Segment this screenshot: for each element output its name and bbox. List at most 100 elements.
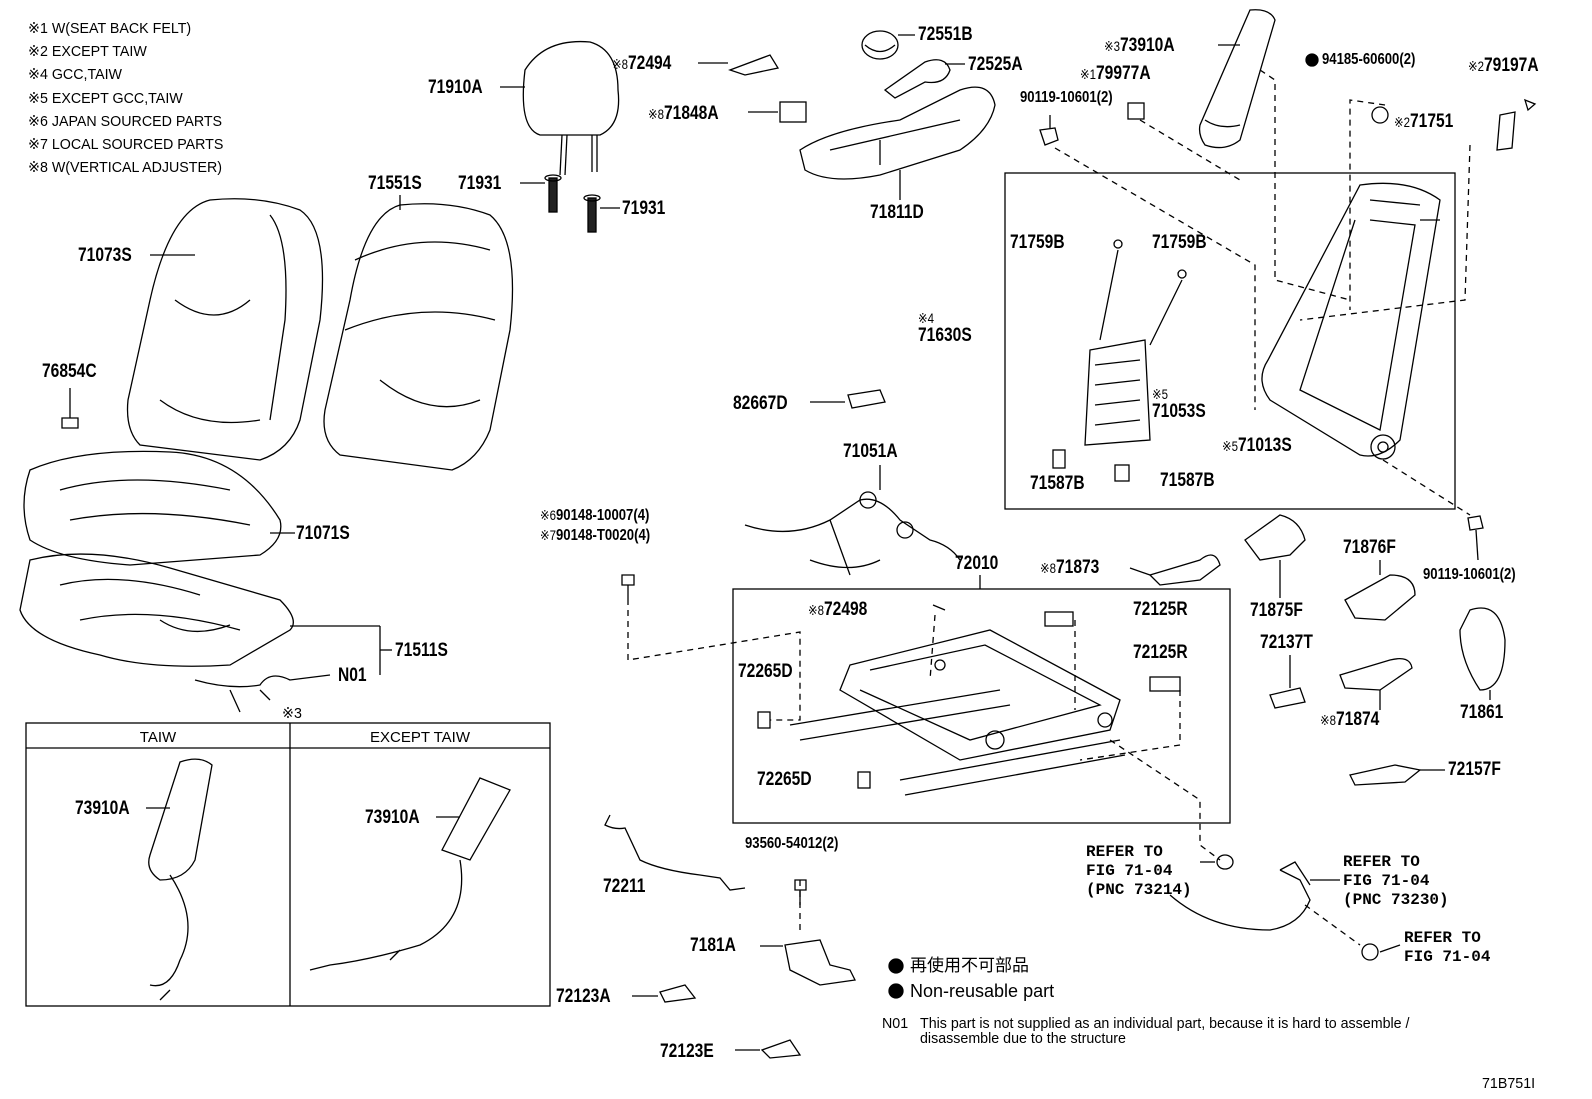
part-label: 72265D [738, 661, 793, 682]
part-label: N01 [338, 665, 367, 686]
part-label: 72551B [918, 24, 973, 45]
part-label: 82667D [733, 393, 788, 414]
part-label: 76854C [42, 361, 97, 382]
note-line: ※5 EXCEPT GCC,TAIW [28, 90, 183, 107]
bolt-90119-upper-drawing [1039, 115, 1059, 146]
part-82667D-drawing [810, 389, 886, 409]
legend-dots [888, 958, 904, 999]
part-label: 71051A [843, 441, 898, 462]
cushion-wire-drawing [194, 674, 331, 713]
part-label: ※4 [918, 310, 935, 326]
part-label: ※690148-10007(4) [540, 507, 650, 524]
part-label: 72125R [1133, 599, 1188, 620]
seatback-frame-drawing [1261, 182, 1441, 460]
inset-mark: ※3 [282, 705, 302, 722]
part-label: 73910A [365, 807, 420, 828]
lumbar-support-drawing [1052, 239, 1187, 482]
part-71873-drawing [1129, 554, 1221, 586]
legend-jp: 再使用不可部品 [910, 956, 1029, 975]
inset-left-airbag-drawing [146, 758, 213, 1001]
part-label: 72157F [1448, 759, 1501, 780]
nut-94185-drawing [1305, 53, 1389, 124]
part-label: 72211 [603, 876, 646, 897]
part-label: 71861 [1460, 702, 1504, 723]
part-label: 71587B [1160, 470, 1215, 491]
bolt-90148-drawing [621, 574, 635, 605]
part-label: 72265D [757, 769, 812, 790]
part-label: 71630S [918, 325, 972, 346]
figure-id: 71B751I [1482, 1075, 1536, 1092]
part-72157F-drawing [1349, 764, 1445, 786]
airbag-73910A-drawing [1198, 9, 1276, 149]
adjuster-7181A-drawing [760, 939, 856, 986]
part-label: 71931 [622, 198, 666, 219]
part-label: 72125R [1133, 642, 1188, 663]
part-72137T-drawing [1269, 655, 1306, 709]
part-label: ※373910A [1104, 35, 1175, 56]
part-label: ※871873 [1040, 557, 1100, 578]
note-line: ※8 W(VERTICAL ADJUSTER) [28, 159, 223, 176]
seatbelt-harness-drawing [1169, 854, 1401, 961]
part-label: 73910A [75, 798, 130, 819]
part-label: ※571013S [1222, 435, 1292, 456]
seat-track-drawing [757, 604, 1181, 796]
cover-71861-drawing [1459, 607, 1506, 700]
part-71876F-drawing [1344, 560, 1416, 621]
inset-frame [25, 722, 551, 1007]
seat-track-box [732, 575, 1231, 824]
part-label: ※872494 [612, 53, 672, 74]
part-label: 71931 [458, 173, 502, 194]
seatback-pad-drawing [323, 195, 514, 471]
cover-72123E-drawing [735, 1039, 802, 1059]
note-line: ※4 GCC,TAIW [28, 66, 123, 83]
part-label: ※179977A [1080, 63, 1151, 84]
felt-79977A-drawing [1127, 102, 1145, 120]
part-label: 90119-10601(2) [1423, 566, 1516, 583]
part-label: 71587B [1030, 473, 1085, 494]
part-label: 71053S [1152, 401, 1206, 422]
part-label: ※790148-T0020(4) [540, 527, 651, 544]
part-label: ※279197A [1468, 55, 1539, 76]
note-line: ※1 W(SEAT BACK FELT) [28, 20, 192, 37]
n01-text: disassemble due to the structure [920, 1030, 1126, 1047]
refer-label: REFER TO FIG 71-04 (PNC 73230) [1343, 853, 1449, 909]
cover-72494-drawing [698, 54, 780, 76]
n01-text: This part is not supplied as an individu… [920, 1015, 1410, 1032]
part-71874-drawing [1339, 657, 1413, 710]
part-label: 94185-60600(2) [1322, 51, 1416, 68]
cushion-cover-drawing [23, 450, 295, 566]
bolt-90119-lower-drawing [1467, 515, 1484, 561]
bolt-93560-drawing [794, 879, 807, 905]
part-label: 71876F [1343, 537, 1396, 558]
part-71875F-drawing [1244, 514, 1306, 598]
part-label: 71759B [1010, 232, 1065, 253]
headrest-guide-drawing [520, 174, 620, 233]
part-71751-drawing [1496, 111, 1516, 151]
part-label: 71073S [78, 245, 132, 266]
part-label: 71551S [368, 173, 422, 194]
part-label: 72137T [1260, 632, 1313, 653]
inset-right-title: EXCEPT TAIW [369, 729, 471, 746]
inset-right-airbag-drawing [309, 777, 511, 971]
clip-79197A-drawing [1523, 98, 1537, 112]
part-label: 7181A [690, 935, 736, 956]
legend-en: Non-reusable part [910, 981, 1055, 1001]
part-label: 72123E [660, 1041, 714, 1062]
part-label: 71759B [1152, 232, 1207, 253]
part-label: 71910A [428, 77, 483, 98]
seatback-cover-drawing [126, 198, 324, 461]
headrest-drawing [500, 40, 620, 176]
part-label: 72525A [968, 54, 1023, 75]
part-label: 72123A [556, 986, 611, 1007]
part-label: 71511S [395, 640, 448, 661]
seatback-frame-box [1004, 172, 1456, 510]
recliner-cover-drawing [799, 86, 996, 200]
cover-72123A-drawing [632, 984, 697, 1003]
clip-drawing [61, 388, 79, 429]
part-71848A-drawing [748, 101, 807, 123]
part-label: 90119-10601(2) [1020, 89, 1113, 106]
inset-left-title: TAIW [139, 729, 177, 746]
part-label: 71071S [296, 523, 350, 544]
n01-code: N01 [882, 1015, 909, 1032]
